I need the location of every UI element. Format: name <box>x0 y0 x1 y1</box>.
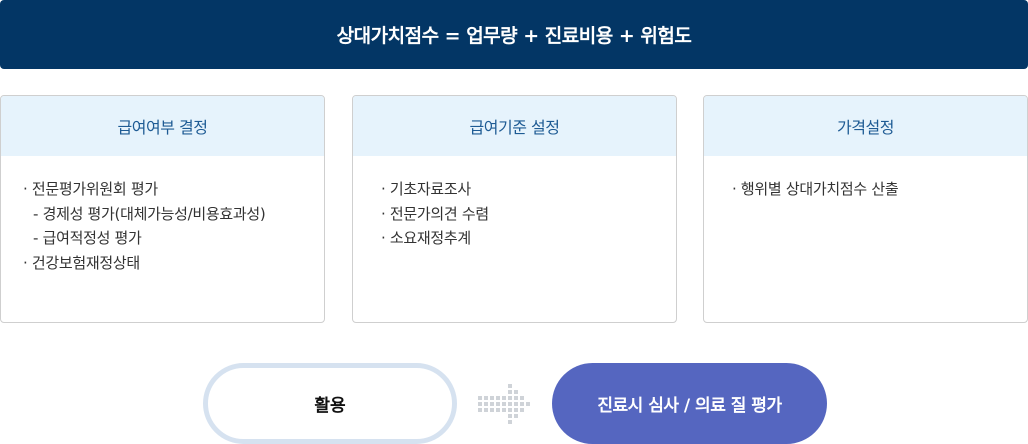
list-item: · 건강보험재정상태 <box>23 253 140 272</box>
review-quality-pill: 진료시 심사 / 의료 질 평가 <box>552 363 827 444</box>
formula-text: 상대가치점수 = 업무량 + 진료비용 + 위험도 <box>336 25 692 47</box>
list-item: · 행위별 상대가치점수 산출 <box>732 180 899 198</box>
card-header: 가격설정 <box>704 96 1027 156</box>
usage-pill: 활용 <box>203 363 457 444</box>
card-header: 급여여부 결정 <box>1 96 324 156</box>
card-price-setting: 가격설정 · 행위별 상대가치점수 산출 <box>703 95 1028 323</box>
card-body: · 기초자료조사 · 전문가의견 수렴 · 소요재정추계 <box>353 156 676 251</box>
card-coverage-decision: 급여여부 결정 · 전문평가위원회 평가 - 경제성 평가(대체가능성/비용효과… <box>0 95 325 323</box>
card-title: 급여기준 설정 <box>469 118 560 137</box>
list-subitem: - 경제성 평가(대체가능성/비용효과성) <box>33 204 266 223</box>
list-item: · 소요재정추계 <box>381 229 471 247</box>
usage-label: 활용 <box>314 396 346 416</box>
card-title: 급여여부 결정 <box>117 118 208 137</box>
card-title: 가격설정 <box>837 118 894 137</box>
card-body: · 전문평가위원회 평가 - 경제성 평가(대체가능성/비용효과성) - 급여적… <box>1 156 324 275</box>
list-item: · 기초자료조사 <box>381 180 471 198</box>
review-quality-label: 진료시 심사 / 의료 질 평가 <box>597 396 782 416</box>
card-coverage-criteria: 급여기준 설정 · 기초자료조사 · 전문가의견 수렴 · 소요재정추계 <box>352 95 677 323</box>
card-header: 급여기준 설정 <box>353 96 676 156</box>
formula-banner: 상대가치점수 = 업무량 + 진료비용 + 위험도 <box>0 0 1028 69</box>
card-body: · 행위별 상대가치점수 산출 <box>704 156 1027 202</box>
list-item: · 전문가의견 수렴 <box>381 204 489 223</box>
list-subitem: - 급여적정성 평가 <box>33 229 142 247</box>
dotted-arrow-right-icon <box>478 384 530 424</box>
list-item: · 전문평가위원회 평가 <box>23 180 158 198</box>
